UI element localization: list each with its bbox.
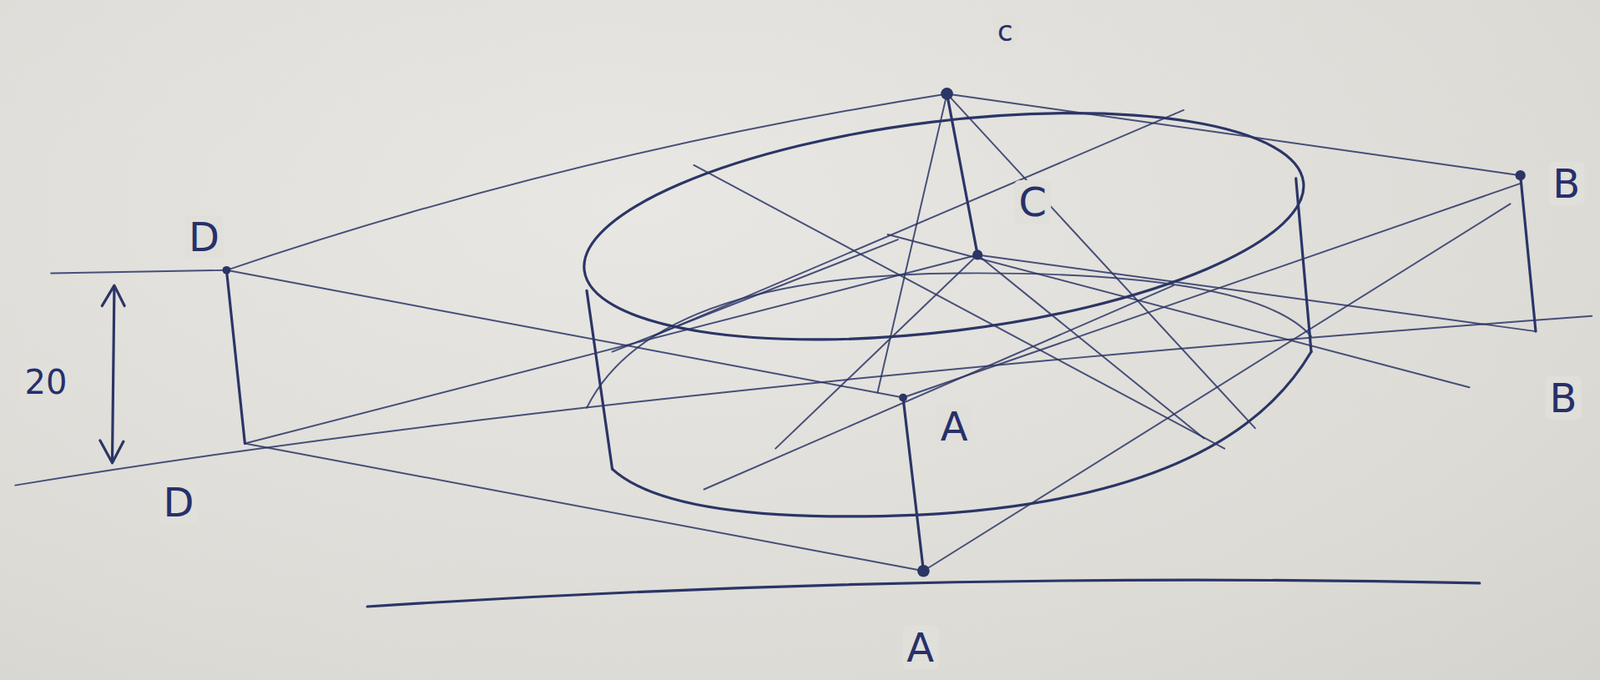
arrow-head — [101, 285, 125, 306]
point-dot — [940, 87, 954, 101]
cylinder-bottom-hidden — [586, 272, 1312, 408]
cylinder-side — [586, 290, 613, 470]
point-label: D — [158, 480, 198, 525]
construction-line — [244, 444, 924, 572]
construction-line — [704, 285, 1174, 490]
point-label: B — [1545, 376, 1582, 420]
cylinder-side — [1296, 178, 1312, 353]
point-dot — [898, 393, 908, 403]
point-label: A — [936, 404, 973, 449]
construction-line — [226, 93, 947, 270]
point-dot — [972, 249, 983, 260]
point-label: c — [993, 15, 1018, 47]
arrow-head — [100, 440, 124, 464]
cylinder-bottom — [612, 352, 1312, 517]
vertical-edge — [1520, 175, 1536, 332]
construction-line — [947, 93, 1256, 429]
point-label: D — [184, 215, 224, 259]
point-label: A — [902, 625, 939, 670]
point-dot — [1515, 170, 1526, 181]
construction-line — [226, 270, 904, 399]
construction-line — [977, 254, 1536, 332]
dimension-label: 20 — [20, 363, 72, 401]
construction-line — [947, 93, 1521, 176]
cylinder-top — [571, 77, 1317, 375]
construction-line — [923, 203, 1510, 571]
vertical-edge — [903, 398, 924, 572]
construction-line — [888, 234, 1470, 388]
construction-line — [244, 254, 978, 444]
point-dot — [917, 565, 930, 578]
ground-line — [367, 580, 1480, 607]
point-label: B — [1548, 161, 1585, 206]
vertical-edge — [226, 270, 245, 445]
guide-line — [50, 270, 227, 274]
point-label: C — [1014, 180, 1051, 224]
dimension-arrow — [111, 287, 114, 462]
guide-line — [15, 316, 1592, 486]
point-dot — [222, 266, 232, 275]
